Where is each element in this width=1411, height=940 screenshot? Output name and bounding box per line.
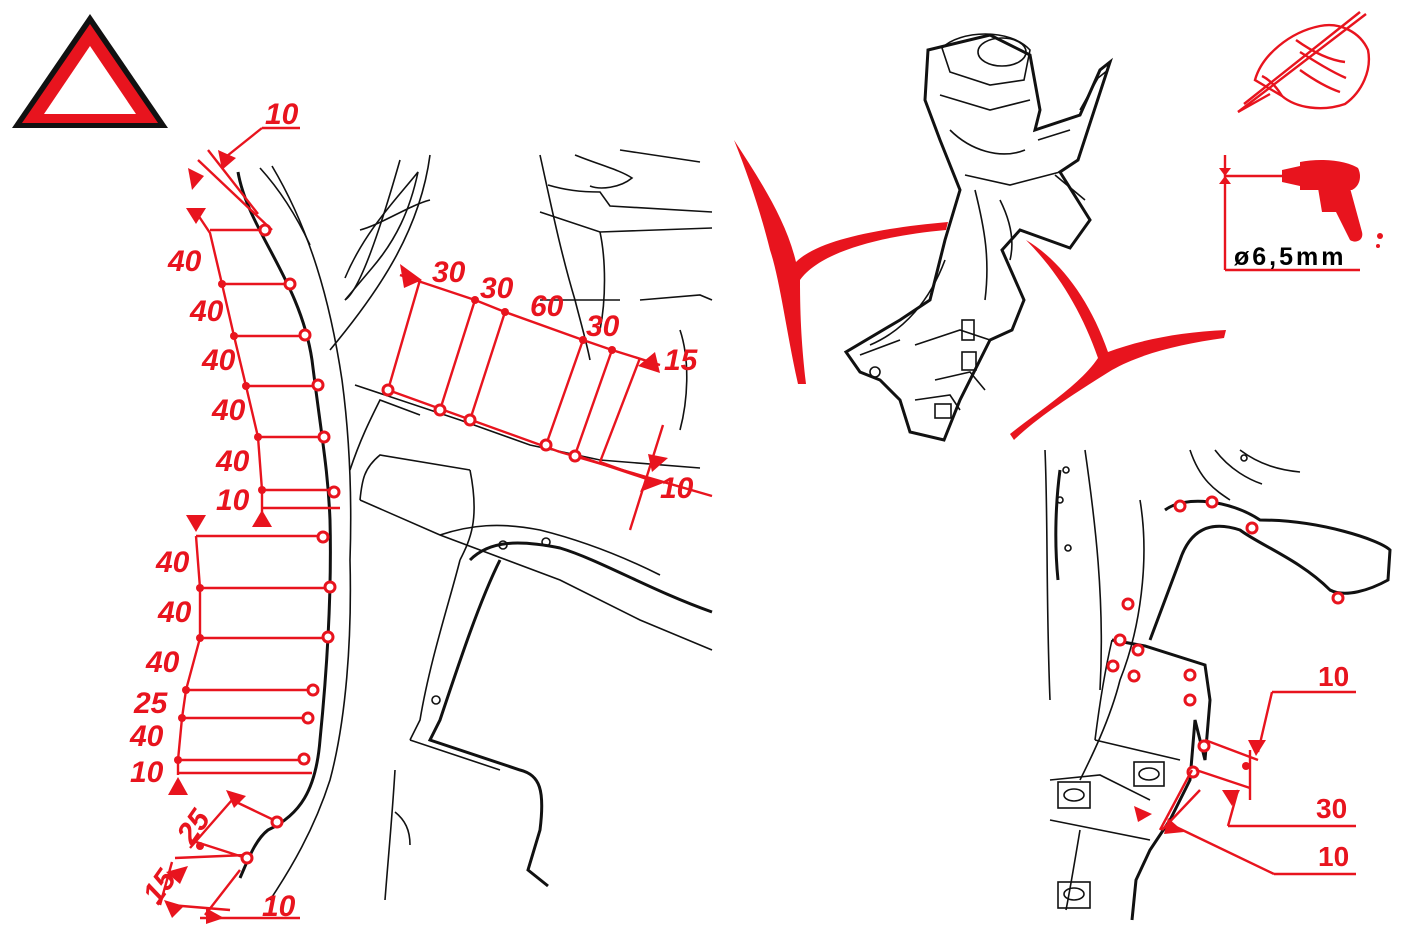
- sealer-pen-hand-icon: [1237, 11, 1371, 114]
- right-body-drawing: [1044, 449, 1392, 921]
- center-pitch-label: 30: [432, 256, 466, 289]
- right-offset-label: 10: [1318, 661, 1349, 692]
- left-dimension-chain-middle: [168, 515, 337, 795]
- overview-body-drawing: [843, 33, 1113, 442]
- left-upper-pitch-label: 10: [216, 484, 250, 517]
- right-offset-label: 10: [1318, 841, 1349, 872]
- center-pitch-label: 30: [586, 310, 620, 343]
- left-bottom-label: 25: [170, 803, 217, 851]
- right-panel-labels: 10 30 10: [1316, 661, 1349, 872]
- left-body-drawing: [236, 149, 713, 901]
- left-middle-pitch-label: 40: [155, 546, 190, 579]
- warning-triangle-icon: [12, 14, 168, 128]
- left-panel-labels: 10 40 40 40 40 40 10 40 40 40 25 40 10 2…: [129, 98, 299, 923]
- left-upper-pitch-label: 40: [167, 245, 202, 278]
- left-middle-pitch-label: 10: [130, 756, 164, 789]
- overview-cut-marks: [734, 140, 1226, 440]
- right-pitch-label: 30: [1316, 793, 1347, 824]
- left-dimension-chain-upper: [186, 126, 341, 527]
- left-dimension-chain-bottom: [158, 790, 300, 924]
- left-upper-pitch-label: 40: [189, 295, 224, 328]
- center-pitch-label: 60: [530, 290, 564, 323]
- center-pitch-label: 30: [480, 272, 514, 305]
- left-middle-pitch-label: 40: [129, 720, 164, 753]
- left-upper-pitch-label: 40: [211, 394, 246, 427]
- drill-diameter-label: ø6,5mm: [1234, 243, 1346, 271]
- left-upper-pitch-label: 40: [215, 445, 250, 478]
- center-dimension-chain: [381, 264, 713, 531]
- drill-icon: [1219, 155, 1383, 272]
- left-top-label: 10: [265, 98, 299, 131]
- left-upper-pitch-label: 40: [201, 344, 236, 377]
- left-middle-pitch-label: 40: [157, 596, 192, 629]
- left-bottom-label: 10: [262, 890, 296, 923]
- left-middle-pitch-label: 40: [145, 646, 180, 679]
- center-offset-label: 15: [664, 344, 699, 377]
- left-middle-pitch-label: 25: [133, 687, 169, 720]
- right-dimension-callouts: [1134, 690, 1356, 876]
- center-offset-label: 10: [660, 472, 694, 505]
- center-panel-labels: 30 30 60 30 15 10: [432, 256, 699, 505]
